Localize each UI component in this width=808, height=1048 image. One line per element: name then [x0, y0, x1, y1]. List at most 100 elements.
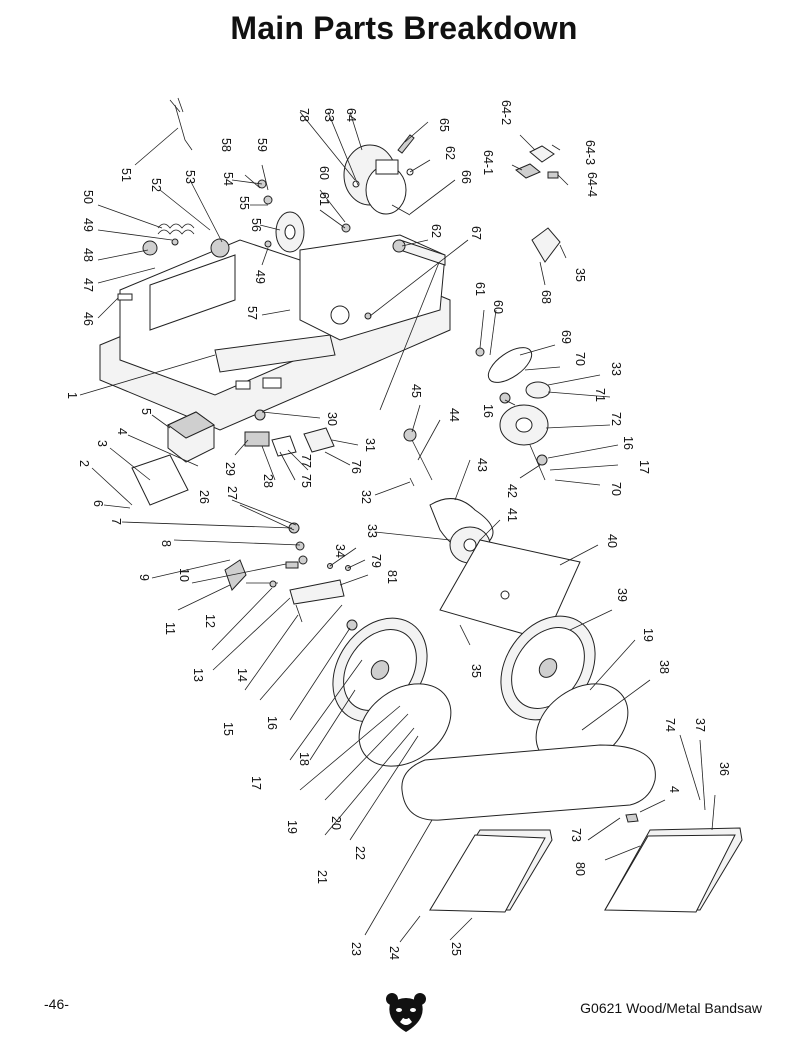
callout-66: 66 — [459, 170, 473, 184]
tension-knob — [142, 238, 230, 258]
callout-49: 49 — [253, 270, 267, 284]
callout-4: 4 — [667, 786, 681, 793]
callout-70: 70 — [609, 482, 623, 496]
callout-13: 13 — [191, 668, 205, 682]
callout-64: 64 — [344, 108, 358, 122]
page-number: -46- — [44, 996, 69, 1012]
main-frame — [99, 234, 451, 431]
callout-10: 10 — [177, 568, 191, 582]
callout-36: 36 — [717, 762, 731, 776]
callout-12: 12 — [203, 614, 217, 628]
callout-55: 55 — [237, 196, 251, 210]
callout-7: 7 — [109, 518, 123, 525]
callout-9: 9 — [137, 574, 151, 581]
callout-78: 78 — [297, 108, 311, 122]
callout-64-4: 64-4 — [585, 172, 599, 197]
callout-34: 34 — [333, 544, 347, 558]
callout-23: 23 — [349, 942, 363, 956]
callout-3: 3 — [95, 440, 109, 447]
callout-57: 57 — [245, 306, 259, 320]
illustration — [99, 97, 743, 913]
callout-8: 8 — [159, 540, 173, 547]
callout-21: 21 — [315, 870, 329, 884]
callout-67: 67 — [469, 226, 483, 240]
callout-47: 47 — [81, 278, 95, 292]
motor-cover — [167, 411, 215, 463]
callout-6: 6 — [91, 500, 105, 507]
callout-24: 24 — [387, 946, 401, 960]
callout-26: 26 — [197, 490, 211, 504]
callout-81: 81 — [385, 570, 399, 584]
callout-76: 76 — [349, 460, 363, 474]
callout-64-1: 64-1 — [481, 150, 495, 175]
callout-46: 46 — [81, 312, 95, 326]
callout-22: 22 — [353, 846, 367, 860]
callout-15: 15 — [221, 722, 235, 736]
callout-18: 18 — [297, 752, 311, 766]
callout-64-3: 64-3 — [583, 140, 597, 165]
callout-50: 50 — [81, 190, 95, 204]
callout-16: 16 — [621, 436, 635, 450]
callout-49: 49 — [81, 218, 95, 232]
callout-58: 58 — [219, 138, 233, 152]
callout-16: 16 — [265, 716, 279, 730]
callout-60: 60 — [491, 300, 505, 314]
callout-19: 19 — [641, 628, 655, 642]
callout-44: 44 — [447, 408, 461, 422]
callout-11: 11 — [163, 622, 177, 635]
callout-numbers: 78 63 64 65 62 66 60 61 58 59 54 55 56 4… — [65, 100, 731, 960]
motor — [343, 134, 415, 216]
callout-17: 17 — [249, 776, 263, 790]
leader-lines — [79, 111, 716, 943]
callout-33: 33 — [365, 524, 379, 538]
callout-51: 51 — [119, 168, 133, 182]
table-plate — [439, 539, 581, 641]
callout-70: 70 — [573, 352, 587, 366]
callout-45: 45 — [409, 384, 423, 398]
callout-40: 40 — [605, 534, 619, 548]
callout-32: 32 — [359, 490, 373, 504]
callout-25: 25 — [449, 942, 463, 956]
page-title: Main Parts Breakdown — [230, 10, 578, 46]
callout-62: 62 — [429, 224, 443, 238]
callout-48: 48 — [81, 248, 95, 262]
callout-52: 52 — [149, 178, 163, 192]
callout-17: 17 — [637, 460, 651, 474]
spring — [157, 223, 195, 235]
callout-4: 4 — [115, 428, 129, 435]
power-cord — [169, 97, 193, 151]
callout-60: 60 — [317, 166, 331, 180]
callout-68: 68 — [539, 290, 553, 304]
callout-65: 65 — [437, 118, 451, 132]
callout-69: 69 — [559, 330, 573, 344]
callout-80: 80 — [573, 862, 587, 876]
callout-35: 35 — [469, 664, 483, 678]
callout-79: 79 — [369, 554, 383, 568]
switch-parts — [515, 145, 561, 263]
callout-61: 61 — [317, 192, 331, 206]
callout-38: 38 — [657, 660, 671, 674]
lower-tire — [358, 683, 452, 767]
callout-28: 28 — [261, 474, 275, 488]
door-knob — [625, 813, 639, 823]
callout-31: 31 — [363, 438, 377, 452]
upper-hardware — [257, 179, 406, 320]
callout-43: 43 — [475, 458, 489, 472]
callout-62: 62 — [443, 146, 457, 160]
callout-1: 1 — [65, 392, 79, 399]
callout-71: 71 — [593, 388, 607, 402]
access-plate — [131, 454, 189, 506]
blade-guide-parts — [224, 409, 415, 631]
callout-35: 35 — [573, 268, 587, 282]
callout-63: 63 — [322, 108, 336, 122]
callout-77: 77 — [299, 454, 313, 468]
callout-56: 56 — [249, 218, 263, 232]
callout-16: 16 — [481, 404, 495, 418]
callout-73: 73 — [569, 828, 583, 842]
callout-14: 14 — [235, 668, 249, 682]
bear-head-logo — [386, 993, 426, 1032]
callout-64-2: 64-2 — [499, 100, 513, 125]
callout-41: 41 — [505, 508, 519, 522]
callout-39: 39 — [615, 588, 629, 602]
